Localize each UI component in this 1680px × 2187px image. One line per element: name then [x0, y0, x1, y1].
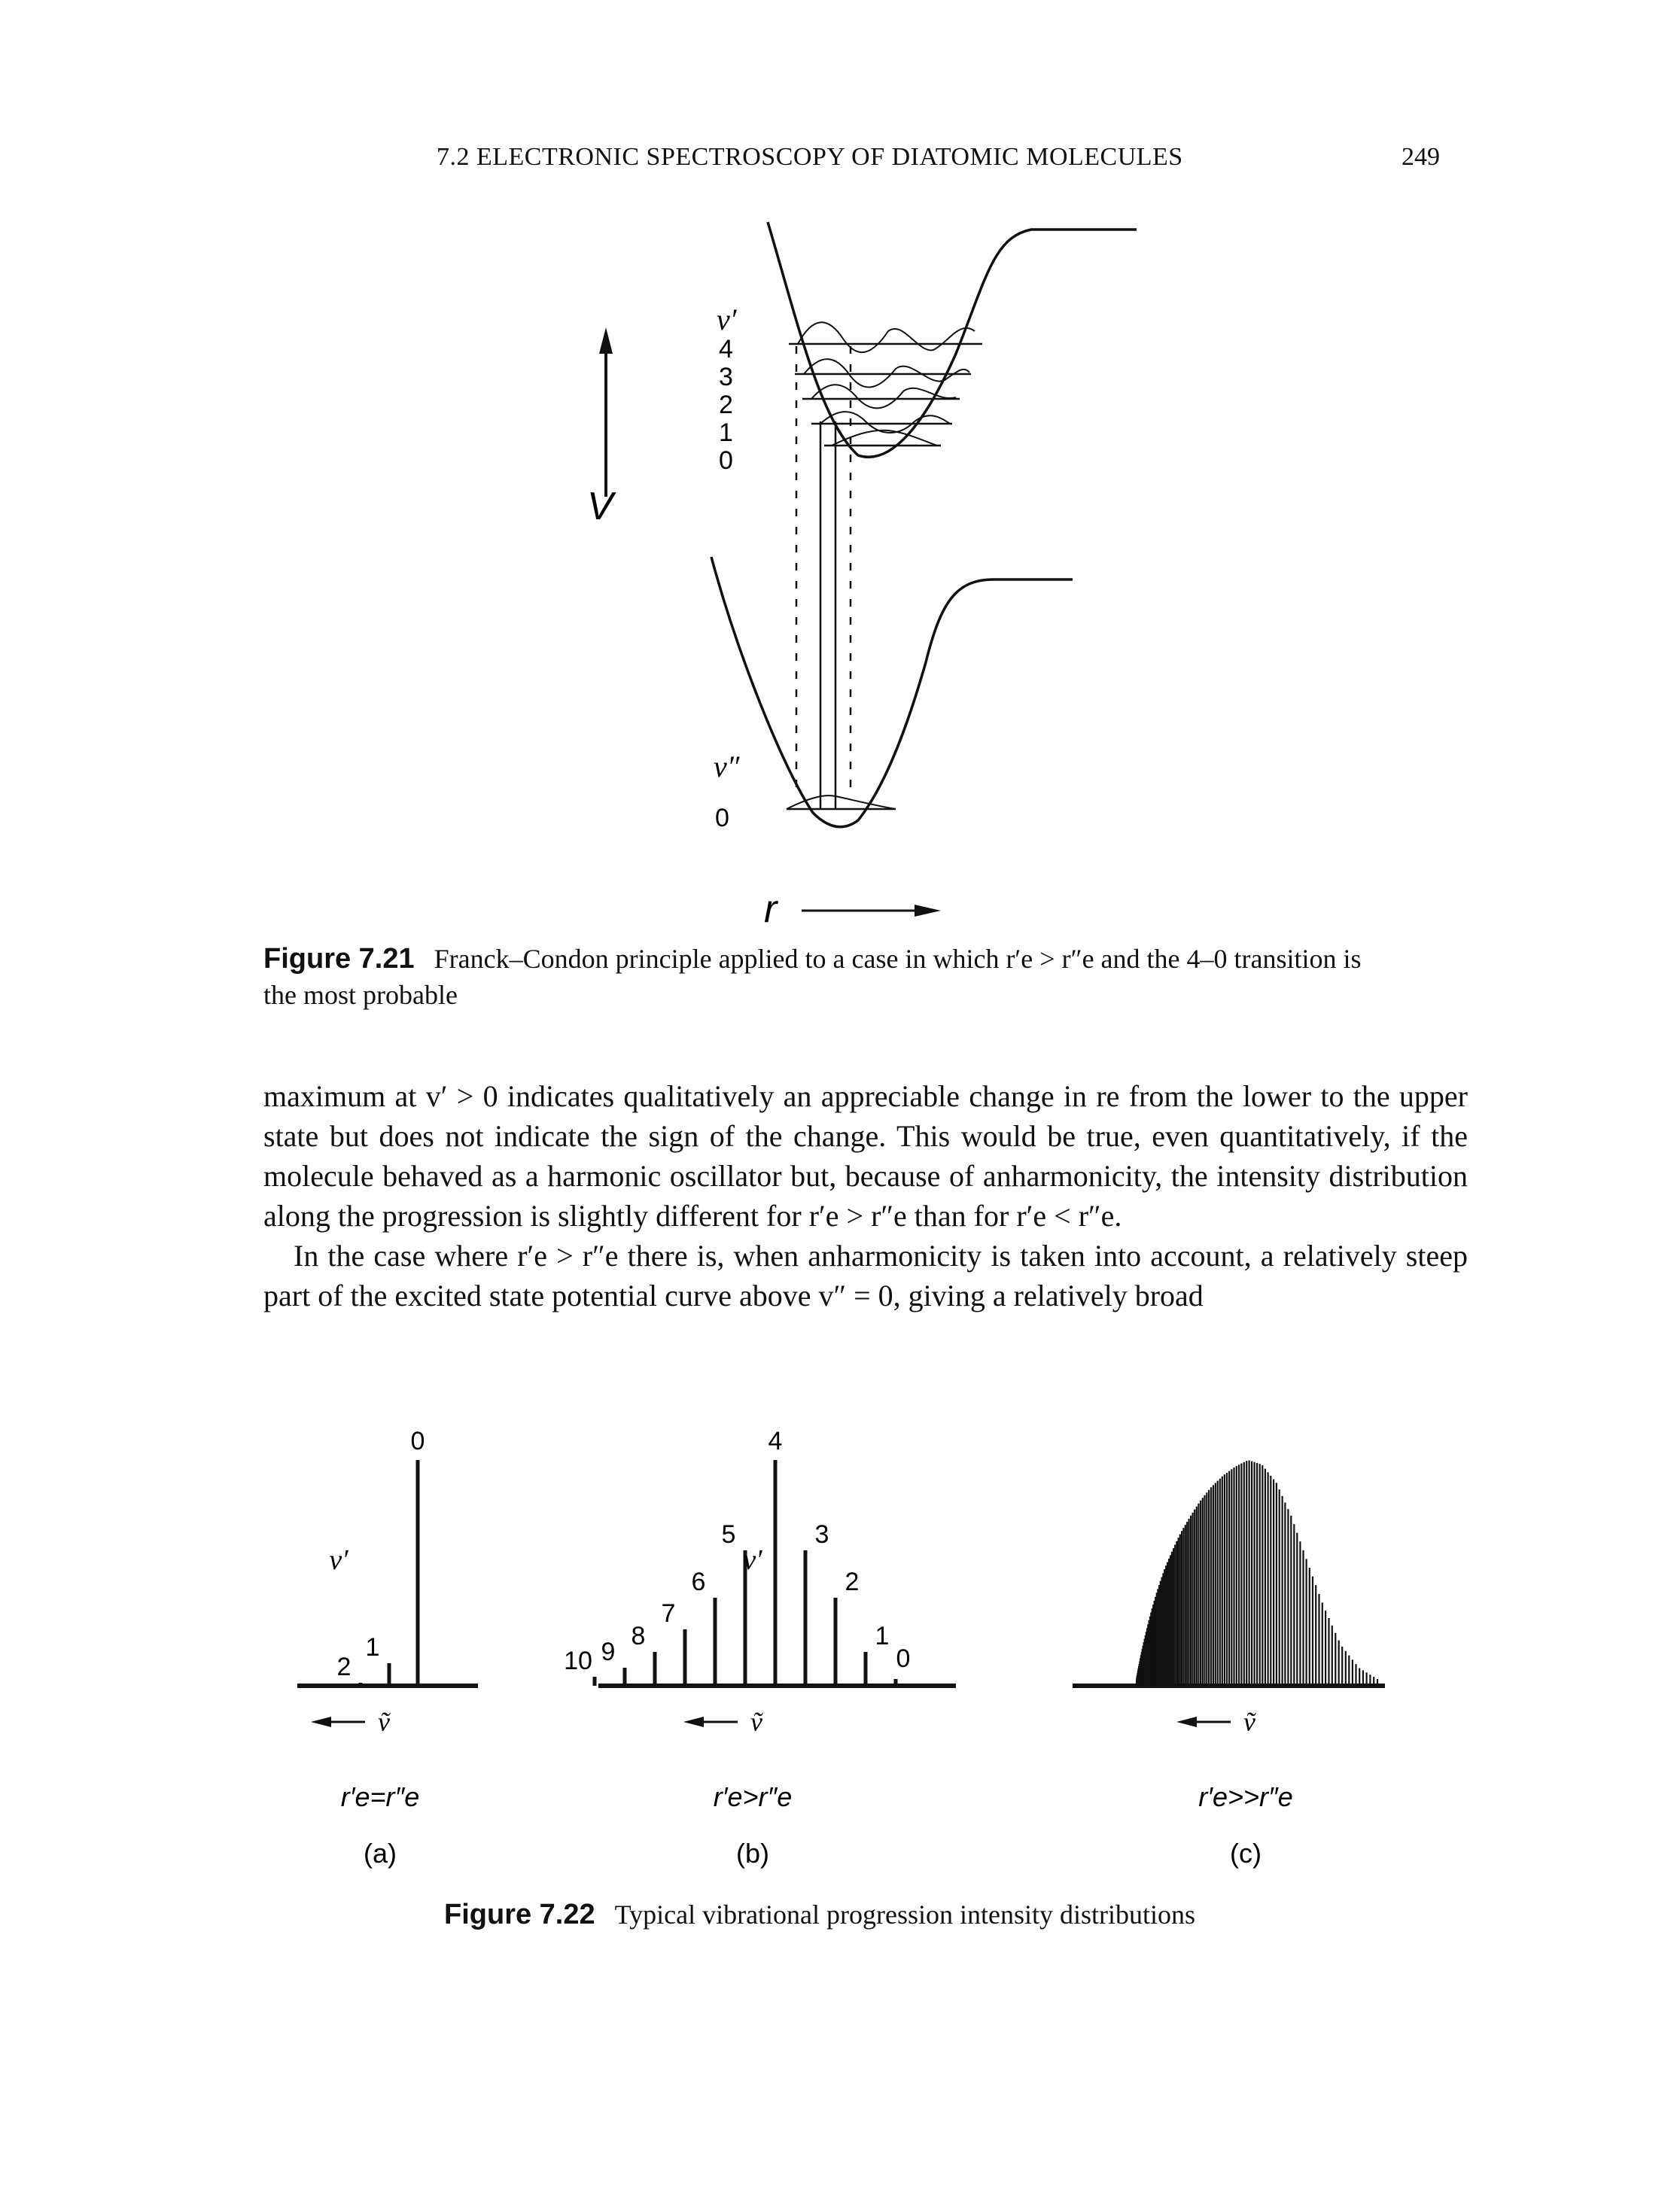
arrowhead-panel-b [683, 1717, 704, 1727]
figure-7-22-diagram: ṽr′e=r″e(a)012v′ṽr′e>r″e(b)012345678910v… [297, 1427, 1385, 1869]
line-label-a-v2: 2 [337, 1653, 352, 1681]
figure-7-22-caption-label: Figure 7.22 [444, 1899, 595, 1930]
upper-potential-curve [766, 221, 1137, 458]
upper-level-label-2: 2 [719, 391, 733, 419]
lower-level-label-0: 0 [715, 804, 729, 832]
wavenumber-label-panel-a: ṽ [378, 1707, 391, 1737]
body-paragraph-1: maximum at v′ > 0 indicates qualitativel… [263, 1079, 1468, 1233]
figure-7-22-caption-text: Typical vibrational progression intensit… [614, 1900, 1196, 1930]
v-double-prime-label: v″ [714, 750, 741, 783]
v-prime-label: v′ [717, 303, 738, 336]
upper-level-label-3: 3 [719, 363, 733, 391]
line-label-b-v5: 5 [722, 1520, 736, 1549]
r-axis-label: r [764, 887, 779, 931]
r-axis-arrowhead [915, 905, 941, 917]
v-axis-arrowhead [599, 327, 613, 354]
wavefunction-v3 [803, 358, 970, 388]
condition-label-panel-c: r′e>>r″e [1198, 1781, 1293, 1812]
wavefunction-v1 [820, 411, 951, 433]
upper-level-label-1: 1 [719, 418, 733, 447]
arrowhead-panel-a [311, 1717, 331, 1727]
upper-wavefunctions [797, 321, 975, 446]
line-label-b-v2: 2 [845, 1568, 860, 1596]
wavefunction-v4 [797, 321, 975, 354]
body-paragraph-2: In the case where r′e > r″e there is, wh… [263, 1239, 1468, 1313]
running-header-title: 7.2 ELECTRONIC SPECTROSCOPY OF DIATOMIC … [437, 143, 1183, 171]
lower-potential-curve [710, 556, 1073, 829]
line-label-a-v0: 0 [411, 1427, 425, 1455]
line-label-b-v9: 9 [601, 1638, 616, 1666]
panel-label-b: (b) [736, 1838, 769, 1869]
panel-label-c: (c) [1230, 1838, 1262, 1869]
upper-level-label-4: 4 [719, 335, 733, 363]
figure-7-21-caption-label: Figure 7.21 [263, 943, 415, 975]
line-label-b-v3: 3 [815, 1520, 829, 1549]
v-prime-label-panel-a: v′ [329, 1544, 348, 1576]
condition-label-panel-b: r′e>r″e [714, 1781, 793, 1812]
figure-7-21-caption-line2: the most probable [263, 980, 458, 1010]
line-label-b-v6: 6 [692, 1568, 706, 1596]
figure-7-21-caption: Figure 7.21 Franck–Condon principle appli… [263, 941, 1468, 1013]
line-label-b-v4: 4 [768, 1427, 783, 1455]
upper-level-label-0: 0 [719, 446, 733, 475]
wavenumber-label-panel-c: ṽ [1243, 1707, 1256, 1737]
panel-label-a: (a) [364, 1838, 397, 1869]
figure-7-22-caption: Figure 7.22 Typical vibrational progressi… [444, 1897, 1195, 1933]
v-axis-label: V [587, 485, 616, 528]
body-text: maximum at v′ > 0 indicates qualitativel… [263, 1076, 1468, 1316]
v-prime-label-panel-b: v′ [743, 1544, 762, 1576]
line-label-b-v8: 8 [632, 1622, 646, 1650]
figure-7-21-caption-line1: Franck–Condon principle applied to a cas… [434, 944, 1362, 974]
wavefunction-v0 [831, 429, 938, 446]
wavefunction-v2 [811, 384, 957, 409]
wavenumber-label-panel-b: ṽ [750, 1707, 763, 1737]
page-number: 249 [1402, 143, 1440, 171]
line-label-a-v1: 1 [366, 1633, 380, 1662]
line-label-b-v10: 10 [564, 1647, 592, 1675]
line-label-b-v1: 1 [875, 1622, 890, 1650]
line-label-b-v7: 7 [662, 1599, 676, 1628]
condition-label-panel-a: r′e=r″e [341, 1781, 420, 1812]
line-label-b-v0: 0 [896, 1644, 911, 1673]
figure-7-21-diagram: V v′ 4 3 2 1 0 v″ 0 r [587, 221, 1137, 931]
arrowhead-panel-c [1176, 1717, 1197, 1727]
